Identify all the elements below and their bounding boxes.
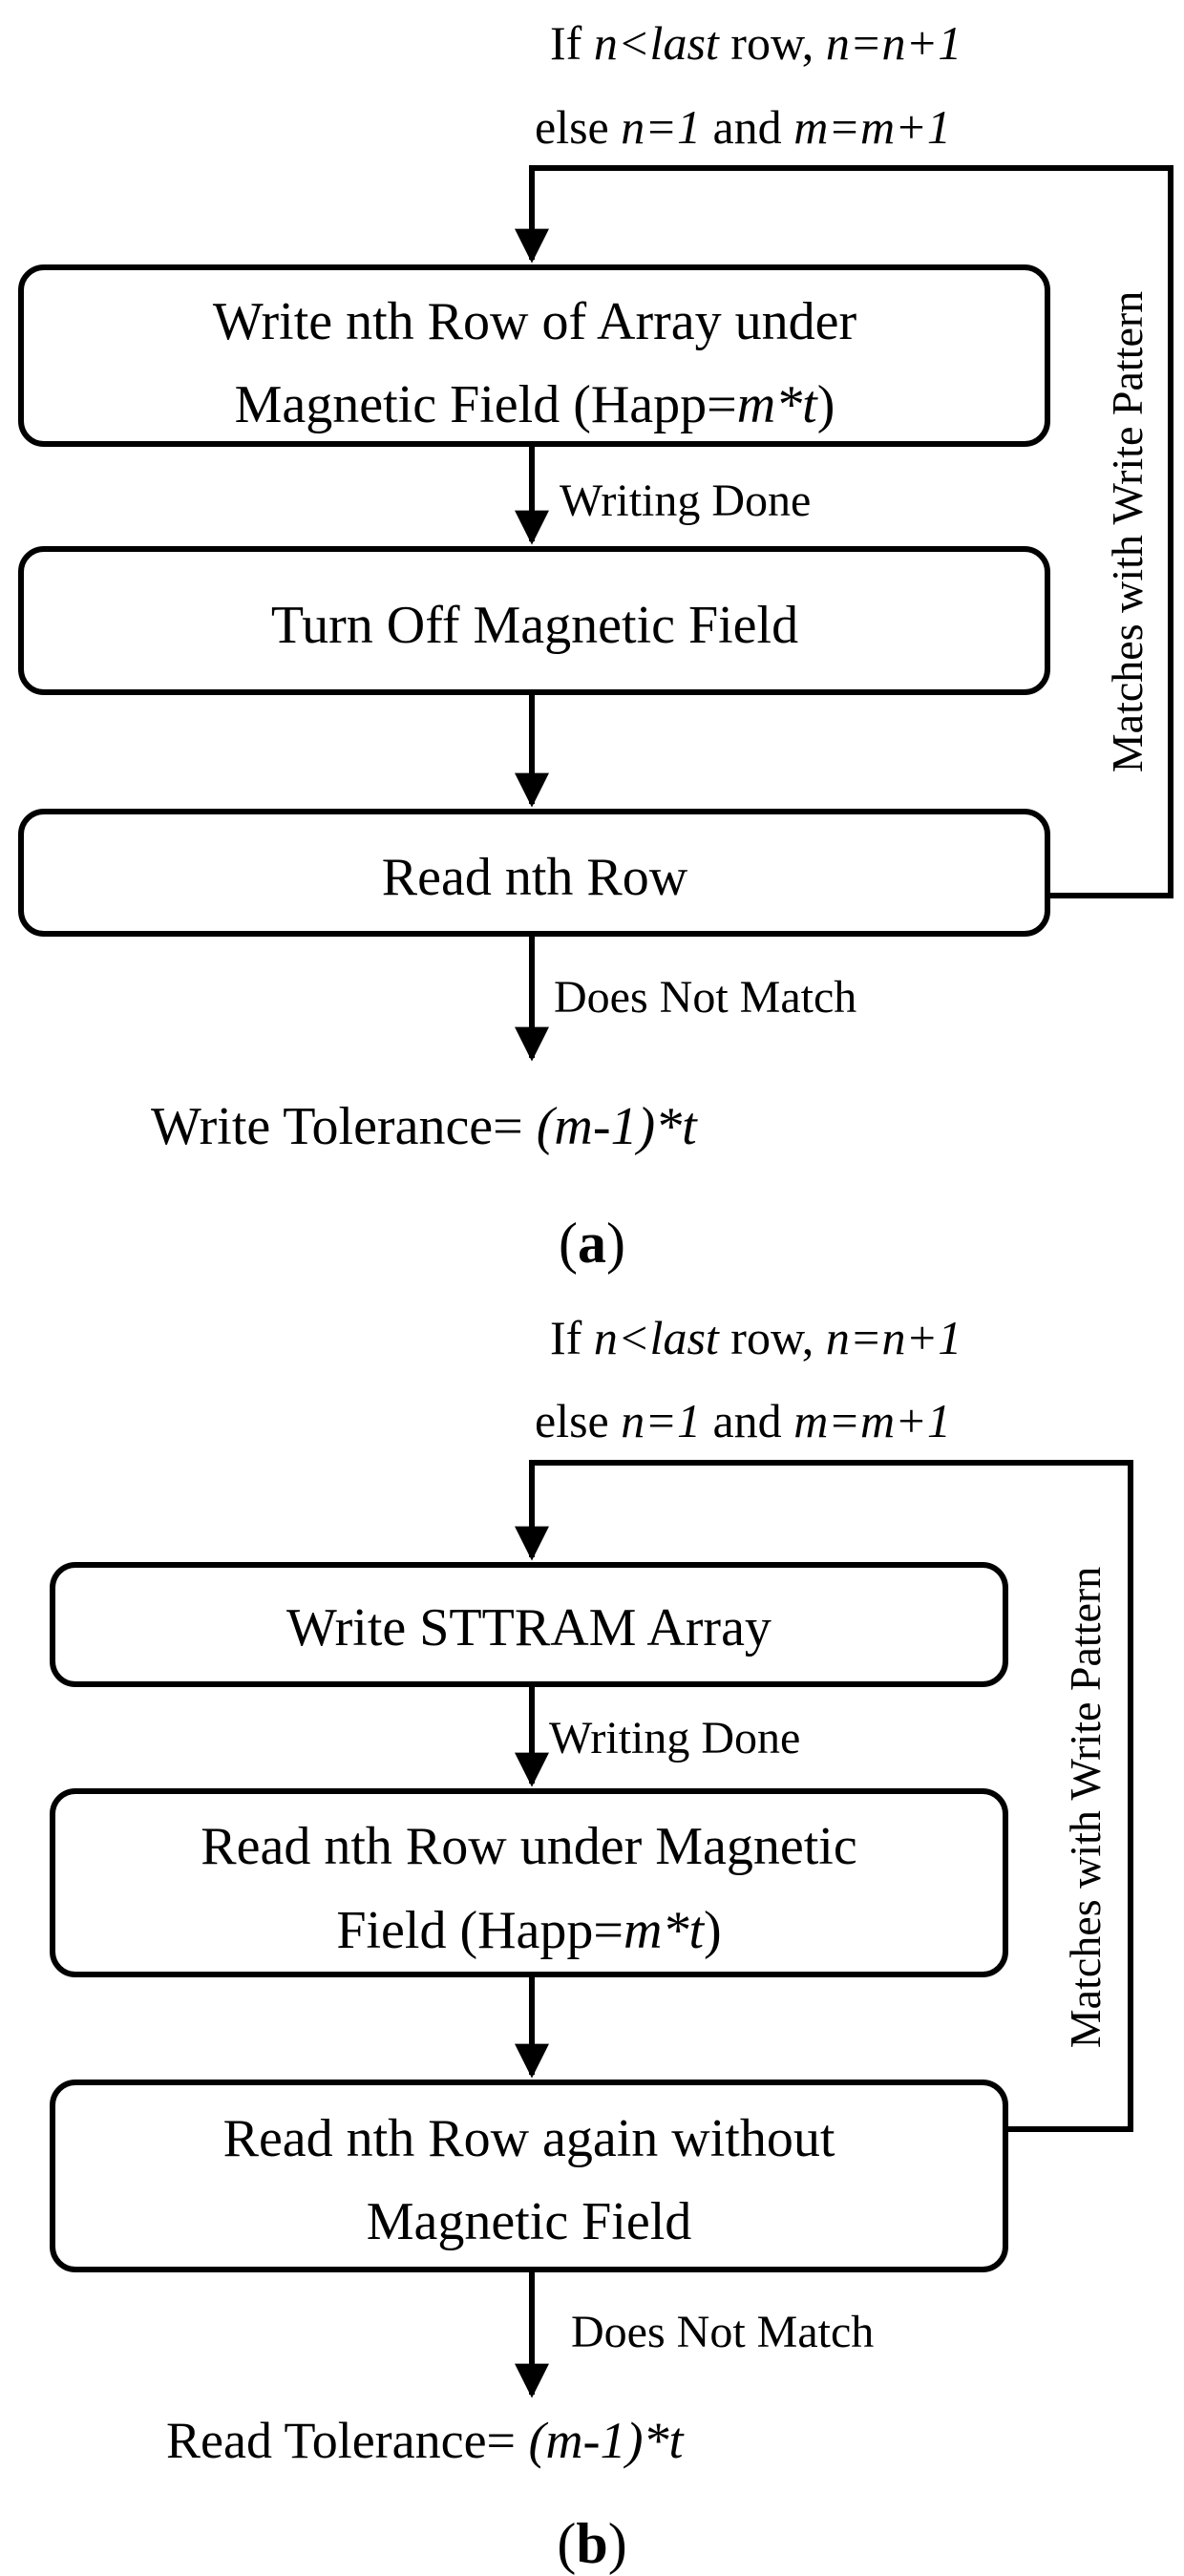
panel-a-caption: (a) bbox=[559, 1212, 625, 1275]
turn-off-field-box bbox=[18, 546, 1050, 695]
turn-off-field-text: Turn Off Magnetic Field bbox=[271, 596, 798, 655]
panel-a: If n<last row, n=n+1 else n=1 and m=m+1 … bbox=[18, 16, 1173, 1275]
read-nth-row-box bbox=[18, 809, 1050, 937]
read-under-field-line1: Read nth Row under Magnetic bbox=[201, 1817, 856, 1876]
feedback-side-label: Matches with Write Pattern bbox=[1103, 291, 1152, 772]
read-nth-row-text: Read nth Row bbox=[382, 848, 688, 907]
writing-done-label: Writing Done bbox=[549, 1713, 800, 1763]
does-not-match-label: Does Not Match bbox=[554, 972, 856, 1023]
panel-b-caption: (b) bbox=[557, 2512, 626, 2575]
write-tolerance-result: Write Tolerance= (m-1)*t bbox=[151, 1097, 698, 1156]
read-under-field-line2: Field (Happ=m*t) bbox=[336, 1901, 721, 1960]
write-nth-row-box bbox=[18, 264, 1050, 447]
loop-condition-line1: If n<last row, n=n+1 bbox=[550, 1311, 962, 1364]
read-without-field-line1: Read nth Row again without bbox=[223, 2109, 835, 2168]
read-under-field-box bbox=[50, 1788, 1008, 1977]
loop-condition-line2: else n=1 and m=m+1 bbox=[535, 100, 951, 154]
write-nth-row-line2: Magnetic Field (Happ=m*t) bbox=[235, 375, 835, 434]
loop-condition-line1: If n<last row, n=n+1 bbox=[550, 16, 962, 70]
feedback-loop-arrow bbox=[515, 165, 1173, 898]
read-without-field-line2: Magnetic Field bbox=[367, 2192, 692, 2251]
read-without-field-box bbox=[50, 2080, 1008, 2272]
writing-done-label: Writing Done bbox=[560, 475, 811, 526]
feedback-loop-arrow bbox=[515, 1460, 1133, 2132]
read-tolerance-result: Read Tolerance= (m-1)*t bbox=[166, 2412, 685, 2469]
write-nth-row-line1: Write nth Row of Array under bbox=[213, 292, 857, 351]
panel-b: If n<last row, n=n+1 else n=1 and m=m+1 … bbox=[50, 1311, 1133, 2575]
does-not-match-label: Does Not Match bbox=[571, 2307, 874, 2357]
feedback-side-label: Matches with Write Pattern bbox=[1061, 1567, 1110, 2048]
loop-condition-line2: else n=1 and m=m+1 bbox=[535, 1394, 951, 1447]
write-sttram-array-box bbox=[50, 1562, 1008, 1687]
write-sttram-array-text: Write STTRAM Array bbox=[286, 1598, 772, 1658]
